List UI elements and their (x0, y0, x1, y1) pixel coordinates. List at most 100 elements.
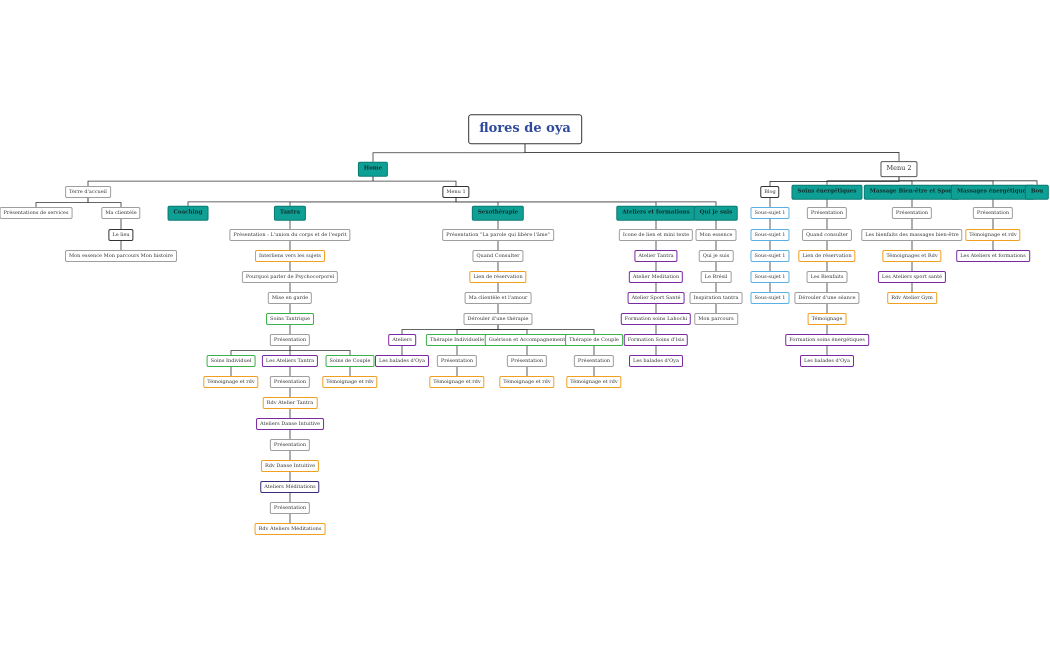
node-s8c[interactable]: Témoignage et rdv (499, 376, 555, 388)
node-sexo[interactable]: Sexothérapie (471, 205, 525, 221)
node-t15[interactable]: Rdv Ateliers Méditations (254, 523, 326, 535)
node-t8a[interactable]: Témoignage et rdv (203, 376, 259, 388)
connector-home-terre (87, 176, 374, 186)
node-s5[interactable]: Dérouler d'une thérapie (463, 313, 533, 325)
connector-root-menu2 (524, 143, 900, 162)
node-a4[interactable]: Atelier Sport Santé (627, 292, 685, 304)
node-a5[interactable]: Formation soins Lahochi (620, 313, 692, 325)
node-b2[interactable]: Sous-sujet 1 (750, 229, 790, 241)
node-tantra[interactable]: Tantra (273, 205, 307, 221)
node-e7[interactable]: Formation soins énergétiques (785, 334, 869, 346)
node-m2[interactable]: Les bienfaits des massages bien-être (861, 229, 963, 241)
node-home[interactable]: Home (357, 161, 389, 177)
node-s7b[interactable]: Présentation (436, 355, 478, 367)
connector-t6-t7c (289, 346, 351, 355)
node-t14[interactable]: Présentation (269, 502, 311, 514)
node-e3[interactable]: Lien de réservation (798, 250, 856, 262)
node-e5[interactable]: Dérouler d'une séance (794, 292, 860, 304)
node-t7b[interactable]: Les Ateliers Tantra (261, 355, 319, 367)
connector-s5-s6d (497, 325, 595, 334)
node-g2[interactable]: Témoignage et rdv (965, 229, 1021, 241)
node-t4[interactable]: Mise en garde (267, 292, 313, 304)
node-t5[interactable]: Soins Tantrique (266, 313, 314, 325)
node-q1[interactable]: Mon essence (695, 229, 737, 241)
node-m3[interactable]: Témoignages et Rdv (882, 250, 942, 262)
node-le-lieu[interactable]: Le lieu (108, 229, 134, 241)
node-s1[interactable]: Présentation "La parole qui libère l'âme… (442, 229, 554, 241)
node-m1[interactable]: Présentation (891, 207, 933, 219)
node-q4[interactable]: Inspiration tantra (689, 292, 743, 304)
node-ateliers-form[interactable]: Ateliers et formations (616, 205, 696, 221)
node-g3[interactable]: Les Ateliers et formations (956, 250, 1030, 262)
node-b3[interactable]: Sous-sujet 1 (750, 250, 790, 262)
node-coaching[interactable]: Coaching (167, 205, 209, 221)
node-e8[interactable]: Les balades d'Oya (800, 355, 854, 367)
root-node[interactable]: flores de oya (468, 114, 582, 144)
node-t6[interactable]: Présentation (269, 334, 311, 346)
node-a2[interactable]: Atelier Tantra (634, 250, 678, 262)
node-e1[interactable]: Présentation (806, 207, 848, 219)
node-terre[interactable]: Terre d'accueil (65, 186, 111, 198)
connector-t6-t7a (230, 346, 291, 355)
node-m5[interactable]: Rdv Atelier Gym (887, 292, 937, 304)
node-soins-en[interactable]: Soins énergétiques (791, 184, 863, 200)
node-s3[interactable]: Lien de réservation (469, 271, 527, 283)
node-s4[interactable]: Ma clientèle et l'amour (464, 292, 532, 304)
node-pres-services[interactable]: Présentations de services (0, 207, 73, 219)
node-a3[interactable]: Atelier Meditation (628, 271, 684, 283)
node-e4[interactable]: Les Bienfaits (806, 271, 848, 283)
node-s7a[interactable]: Les balades d'Oya (375, 355, 429, 367)
node-t7a[interactable]: Soins Individuel (206, 355, 256, 367)
node-quisuis[interactable]: Qui je suis (693, 205, 739, 221)
node-t8b[interactable]: Présentation (269, 376, 311, 388)
node-t3[interactable]: Pourquoi parler de Psychocorporel (241, 271, 339, 283)
node-b1[interactable]: Sous-sujet 1 (750, 207, 790, 219)
node-q3[interactable]: Le Brésil (700, 271, 732, 283)
node-e2[interactable]: Quand consulter (801, 229, 853, 241)
node-b5[interactable]: Sous-sujet 1 (750, 292, 790, 304)
connector-menu2-boutique (898, 176, 1038, 185)
node-s6c[interactable]: Guérison et Accompagnement (484, 334, 570, 346)
node-ma-clientele[interactable]: Ma clientèle (101, 207, 141, 219)
connector-root-home (372, 143, 526, 162)
node-b4[interactable]: Sous-sujet 1 (750, 271, 790, 283)
connector-terre-pres_services (35, 198, 89, 207)
connector-home-menu1 (372, 176, 457, 186)
node-t12[interactable]: Rdv Danse Intuitive (260, 460, 320, 472)
node-q5[interactable]: Mon parcours (694, 313, 738, 325)
node-a6[interactable]: Formation Soins d'Isis (623, 334, 689, 346)
node-t9[interactable]: Rdv Atelier Tantra (262, 397, 318, 409)
node-s6a[interactable]: Ateliers (388, 334, 416, 346)
node-s6d[interactable]: Thérapie de Couple (565, 334, 623, 346)
connector-menu1-quisuis (455, 198, 717, 206)
node-s6b[interactable]: Thérapie Individuelle (425, 334, 489, 346)
node-massage[interactable]: Massage Bien-être et Sport (863, 184, 961, 200)
node-mon-essence[interactable]: Mon essence Mon parcours Mon histoire (65, 250, 177, 262)
node-s7c[interactable]: Présentation (506, 355, 548, 367)
node-s8d[interactable]: Témoignage et rdv (566, 376, 622, 388)
node-q2[interactable]: Qui je suis (698, 250, 734, 262)
node-s8b[interactable]: Témoignage et rdv (429, 376, 485, 388)
node-t10[interactable]: Ateliers Danse Intuitive (256, 418, 324, 430)
node-t1[interactable]: Présentation : L'union du corps et de l'… (229, 229, 351, 241)
node-g1[interactable]: Présentation (972, 207, 1014, 219)
node-menu1[interactable]: Menu 1 (442, 186, 470, 198)
node-t11[interactable]: Présentation (269, 439, 311, 451)
node-e6[interactable]: Témoignage (807, 313, 847, 325)
node-a1[interactable]: Icone de lien et mini texte (618, 229, 694, 241)
node-menu2[interactable]: Menu 2 (880, 161, 918, 177)
node-t7c[interactable]: Soins de Couple (325, 355, 375, 367)
node-t8c[interactable]: Témoignage et rdv (322, 376, 378, 388)
node-t13[interactable]: Ateliers Méditations (260, 481, 320, 493)
node-blog[interactable]: Blog (760, 186, 780, 198)
node-massages-en[interactable]: Massages énergétiques (950, 184, 1036, 200)
node-s7d[interactable]: Présentation (573, 355, 615, 367)
node-t2[interactable]: Interliens vers les sujets (255, 250, 325, 262)
node-boutique[interactable]: Bou (1024, 184, 1050, 200)
node-a7[interactable]: Les balades d'Oya (629, 355, 683, 367)
node-m4[interactable]: Les Ateliers sport santé (877, 271, 947, 283)
node-s2[interactable]: Quand Consulter (472, 250, 524, 262)
connector-menu1-tantra (289, 198, 457, 206)
